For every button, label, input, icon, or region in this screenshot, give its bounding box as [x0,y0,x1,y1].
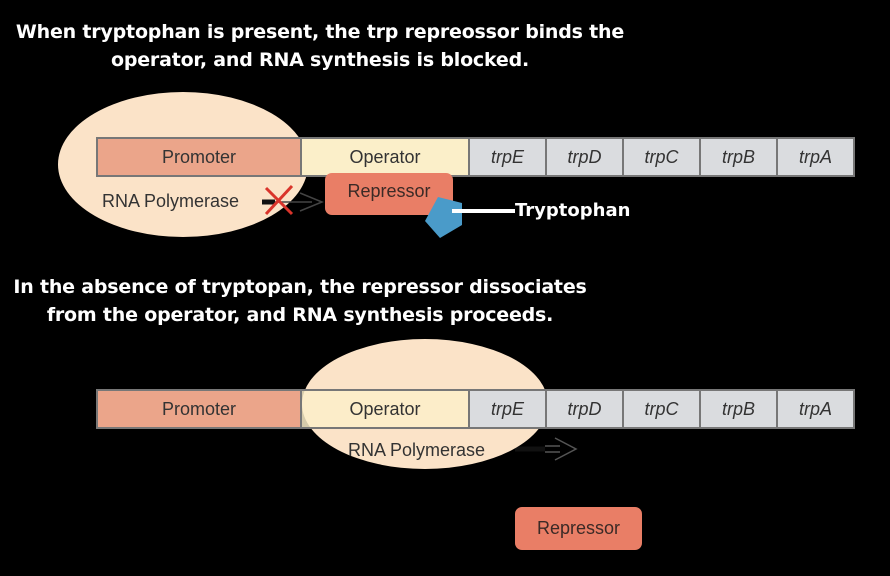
rna-polymerase-label-bottom: RNA Polymerase [348,440,486,460]
trp-operon-top: Promoter Operator trpE trpD trpC trpB tr… [96,137,855,177]
repressor-bound: Repressor [325,173,453,215]
gene-trpD: trpD [545,389,624,429]
gene-trpC: trpC [622,137,701,177]
gene-trpB: trpB [699,389,778,429]
repressor-free: Repressor [515,507,642,550]
caption-tryptophan-absent: In the absence of tryptopan, the repress… [13,276,587,326]
caption-tryptophan-present: When tryptophan is present, the trp repr… [15,21,625,71]
operator-segment: Operator [300,389,470,429]
gene-trpA: trpA [776,389,855,429]
gene-trpA: trpA [776,137,855,177]
operator-segment: Operator [300,137,470,177]
gene-trpC: trpC [622,389,701,429]
trp-operon-bottom: Promoter Operator trpE trpD trpC trpB tr… [96,389,855,429]
x-mark-icon [264,184,294,216]
gene-trpE: trpE [468,389,547,429]
tryptophan-label: Tryptophan [515,200,631,221]
rna-polymerase-label-top: RNA Polymerase [102,191,240,211]
transcription-arrow-icon [515,437,578,461]
gene-trpB: trpB [699,137,778,177]
promoter-segment: Promoter [96,389,302,429]
gene-trpD: trpD [545,137,624,177]
tryptophan-molecule-icon [425,197,462,238]
promoter-segment: Promoter [96,137,302,177]
